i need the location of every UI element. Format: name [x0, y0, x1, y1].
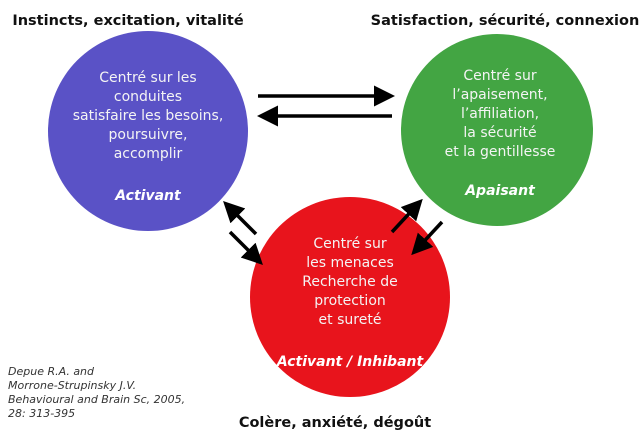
drive-line: conduites — [114, 89, 182, 105]
threat-line: protection — [314, 293, 386, 309]
drive-line: Centré sur les — [99, 70, 196, 86]
drive-text: Centré sur les conduites satisfaire les … — [73, 70, 224, 204]
header-drive: Instincts, excitation, vitalité — [12, 13, 244, 29]
arrow-down-left-icon — [411, 220, 444, 256]
drive-circle — [48, 31, 248, 231]
drive-label: Activant — [114, 188, 182, 204]
arrow-up-right-icon — [390, 198, 423, 234]
soothing-label: Apaisant — [464, 183, 536, 199]
soothing-line: l’affiliation, — [461, 106, 539, 122]
threat-text: Centré sur les menaces Recherche de prot… — [276, 236, 425, 370]
reference-line: Morrone-Strupinsky J.V. — [8, 379, 136, 392]
reference-line: Depue R.A. and — [8, 365, 95, 378]
soothing-line: et la gentillesse — [445, 144, 556, 160]
soothing-line: Centré sur — [463, 68, 536, 84]
soothing-text: Centré sur l’apaisement, l’affiliation, … — [445, 68, 556, 199]
drive-line: accomplir — [114, 146, 183, 162]
soothing-line: l’apaisement, — [452, 87, 547, 103]
soothing-circle — [401, 34, 593, 226]
threat-line: Recherche de — [302, 274, 397, 290]
threat-line: les menaces — [306, 255, 394, 271]
reference-line: Behavioural and Brain Sc, 2005, — [8, 393, 185, 406]
threat-line: et sureté — [319, 312, 382, 328]
drive-line: poursuivre, — [109, 127, 188, 143]
drive-line: satisfaire les besoins, — [73, 108, 224, 124]
reference-line: 28: 313-395 — [8, 407, 75, 420]
threat-circle — [250, 197, 450, 397]
soothing-line: la sécurité — [463, 125, 536, 141]
arrow-down-right-icon — [228, 230, 263, 265]
header-soothing: Satisfaction, sécurité, connexion — [371, 13, 640, 29]
threat-line: Centré sur — [313, 236, 386, 252]
threat-label: Activant / Inhibant — [276, 354, 425, 370]
arrow-up-left-icon — [223, 201, 258, 236]
header-threat: Colère, anxiété, dégoût — [239, 415, 431, 431]
reference: Depue R.A. and Morrone-Strupinsky J.V. B… — [8, 365, 185, 420]
